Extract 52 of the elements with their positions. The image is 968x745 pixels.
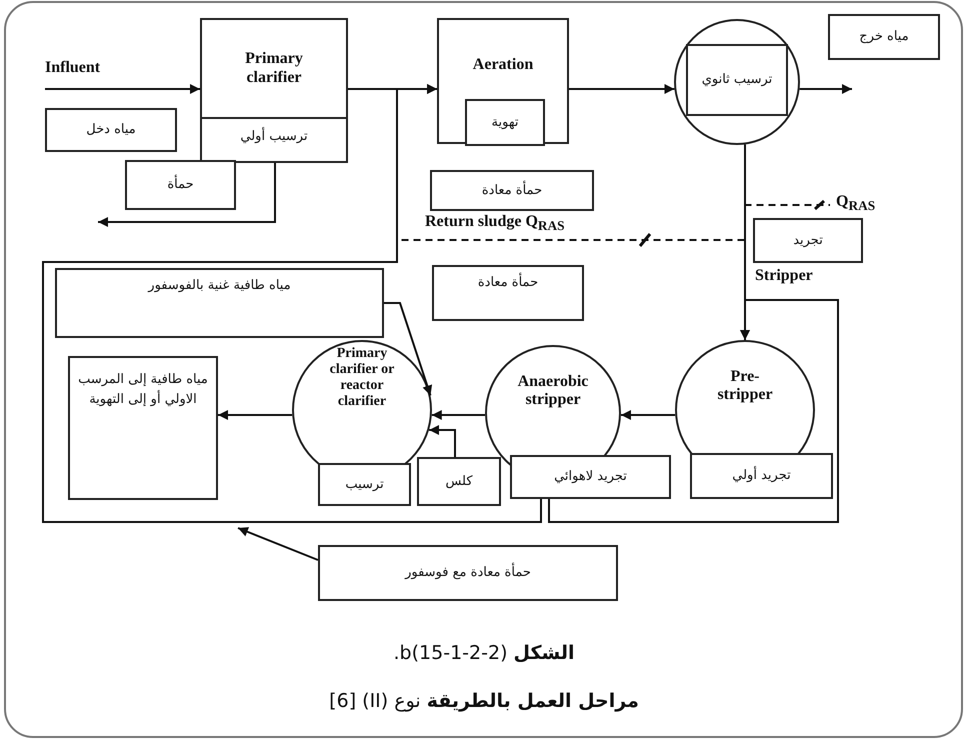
process-box — [45, 108, 177, 152]
arabic-label: حمأة معادة مع فوسفور — [401, 563, 535, 583]
flow-arrow — [800, 84, 852, 94]
process-box — [828, 14, 940, 60]
process-label: Primary clarifier — [244, 49, 304, 88]
process-label: Anaerobic stripper — [516, 373, 590, 410]
arabic-label: مياه طافية غنية بالفوسفور — [146, 277, 292, 295]
arabic-label: مياه دخل — [85, 121, 137, 140]
process-box — [510, 455, 671, 499]
arabic-label: حمأة معادة — [480, 180, 544, 200]
arabic-label: تجريد أولي — [731, 466, 792, 486]
process-box — [125, 160, 236, 210]
flow-arrow — [620, 410, 676, 420]
process-label: Aeration — [472, 56, 534, 74]
arabic-label: حمأة — [163, 175, 198, 195]
process-box — [437, 18, 569, 144]
arabic-label: تجريد لاهوائي — [553, 468, 628, 486]
process-box — [318, 545, 618, 601]
arabic-label: ترسيب أولي — [202, 117, 346, 154]
flow-arrow — [384, 302, 432, 396]
process-box — [430, 170, 594, 211]
process-box — [318, 463, 411, 506]
flow-arrow — [238, 527, 318, 561]
arabic-label: مياه خرج — [858, 28, 910, 46]
process-box — [417, 457, 501, 506]
caption-text: مراحل العمل بالطريقة نوع (II) [6] — [328, 690, 640, 712]
arabic-label: كلس — [444, 472, 474, 491]
arabic-label: ترسيب ثانوي — [700, 71, 774, 90]
arabic-label: حمأة معادة — [474, 273, 542, 292]
process-box — [465, 99, 545, 146]
flow-arrow — [569, 84, 674, 94]
process-label: Primary clarifier or reactor clarifier — [328, 346, 396, 410]
flow-label: Return sludge Q$_{RAS}$ — [425, 213, 565, 234]
arabic-label: تهوية — [490, 114, 520, 132]
english-label: Stripper — [755, 267, 813, 285]
process-box — [55, 268, 384, 338]
process-box — [68, 356, 218, 500]
process-label: Pre- stripper — [716, 368, 774, 405]
flow-arrow — [548, 299, 839, 523]
flow-arrow — [45, 84, 200, 94]
process-box — [432, 265, 584, 321]
arabic-label: تجريد — [792, 232, 824, 250]
arabic-label: ترسيب — [344, 476, 385, 494]
process-box — [690, 453, 833, 499]
flow-arrow — [218, 410, 292, 420]
dashed-arrow — [396, 84, 746, 241]
flow-arrow — [429, 425, 456, 457]
process-box — [200, 18, 348, 163]
process-box — [686, 44, 788, 116]
arabic-label: مياه طافية إلى المرسب الاولي أو إلى التهوية — [77, 371, 209, 408]
flow-arrow — [432, 410, 486, 420]
flow-arrow — [98, 163, 276, 227]
